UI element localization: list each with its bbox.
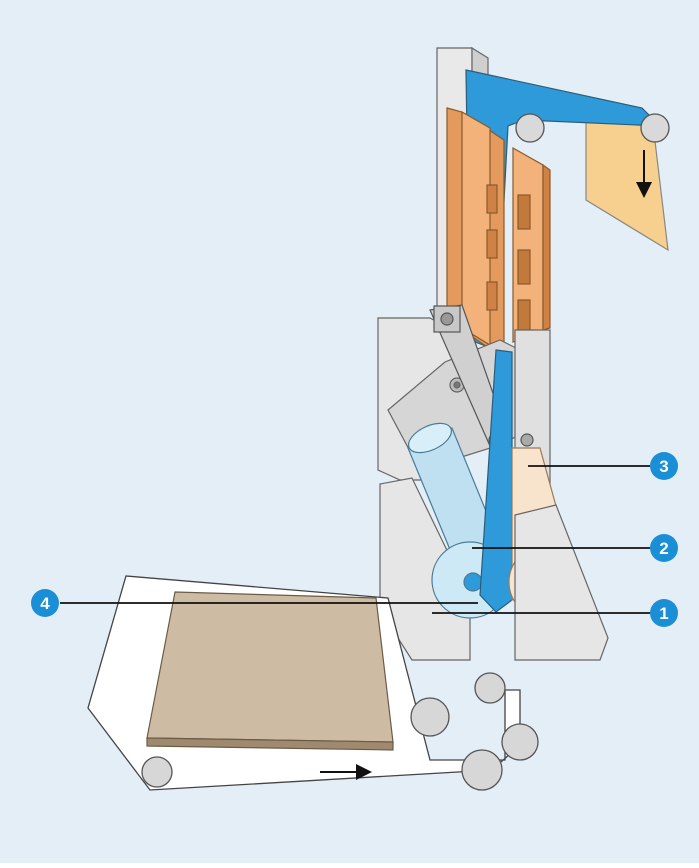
right-tray: [514, 504, 609, 661]
panel-board: [146, 591, 394, 751]
callout-1-badge: 1: [650, 599, 678, 627]
callout-3-badge: 3: [650, 452, 678, 480]
callout-2-label: 2: [659, 539, 668, 558]
callout-4-label: 4: [40, 594, 50, 613]
callout-1-label: 1: [659, 604, 668, 623]
top-rollers: [515, 113, 670, 143]
callout-3-label: 3: [659, 457, 668, 476]
belt-rollers: [141, 672, 539, 791]
callout-leaders: [60, 465, 650, 614]
blue-film-down: [479, 349, 513, 613]
callout-4-badge: 4: [31, 589, 59, 617]
right-heating-plate: [512, 146, 551, 343]
callout-2-badge: 2: [650, 534, 678, 562]
